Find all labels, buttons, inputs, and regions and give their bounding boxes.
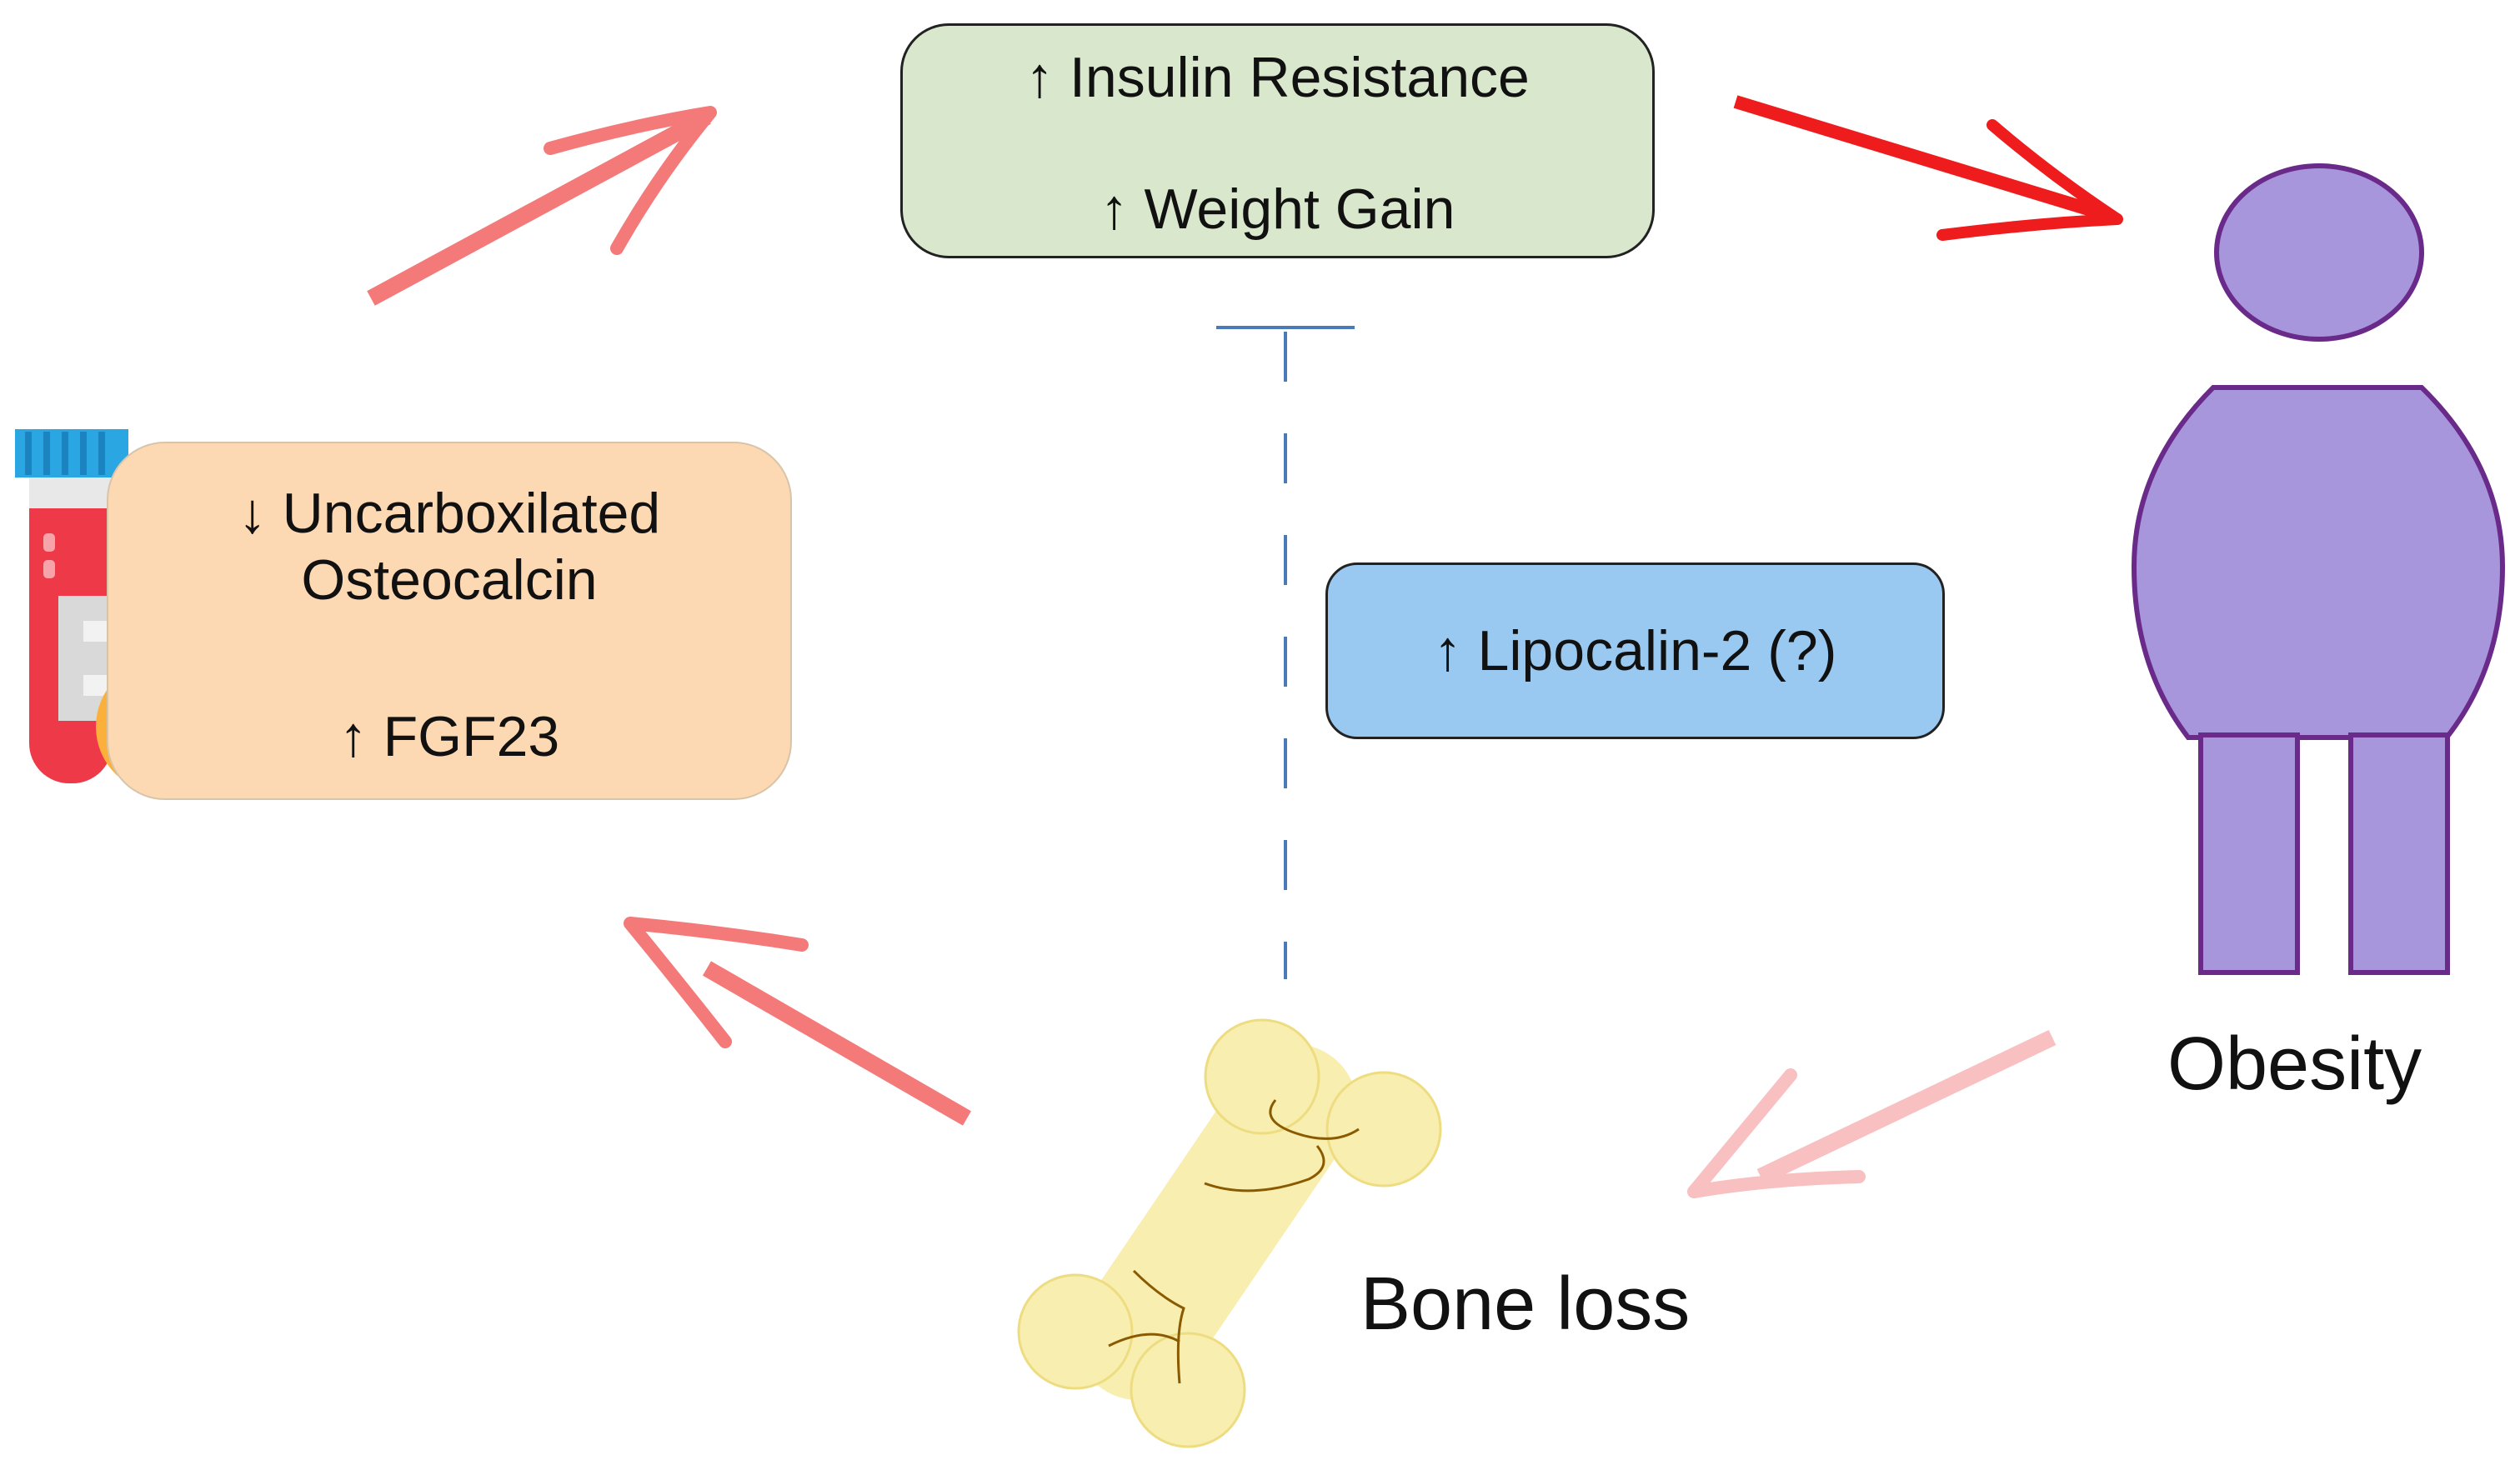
insulin-resistance-text: ↑ Insulin Resistance xyxy=(1025,46,1530,109)
blood-markers-box: ↓ Uncarboxilated Osteocalcin ↑ FGF23 xyxy=(107,442,792,800)
insulin-weight-box: ↑ Insulin Resistance ↑ Weight Gain xyxy=(900,23,1655,258)
fractured-bone-icon xyxy=(1017,1018,1442,1448)
inhibition-line xyxy=(1216,326,1355,979)
obese-person-icon xyxy=(2131,163,2506,975)
fgf23-text: ↑ FGF23 xyxy=(338,705,560,768)
obesity-label: Obesity xyxy=(2167,1022,2422,1106)
osteocalcin-text: Osteocalcin xyxy=(301,548,598,612)
lipocalin-box: ↑ Lipocalin-2 (?) xyxy=(1325,562,1945,739)
weight-gain-text: ↑ Weight Gain xyxy=(1100,178,1455,241)
arrow-to-blood-markers xyxy=(624,917,971,1126)
bone-loss-label: Bone loss xyxy=(1360,1262,1691,1346)
lipocalin-text: ↑ Lipocalin-2 (?) xyxy=(1433,619,1837,682)
arrow-to-bone-loss xyxy=(1687,1029,2057,1198)
arrow-to-insulin-resistance xyxy=(367,106,717,306)
uncarboxilated-text: ↓ Uncarboxilated xyxy=(238,482,661,545)
arrow-to-obesity xyxy=(1733,95,2123,241)
